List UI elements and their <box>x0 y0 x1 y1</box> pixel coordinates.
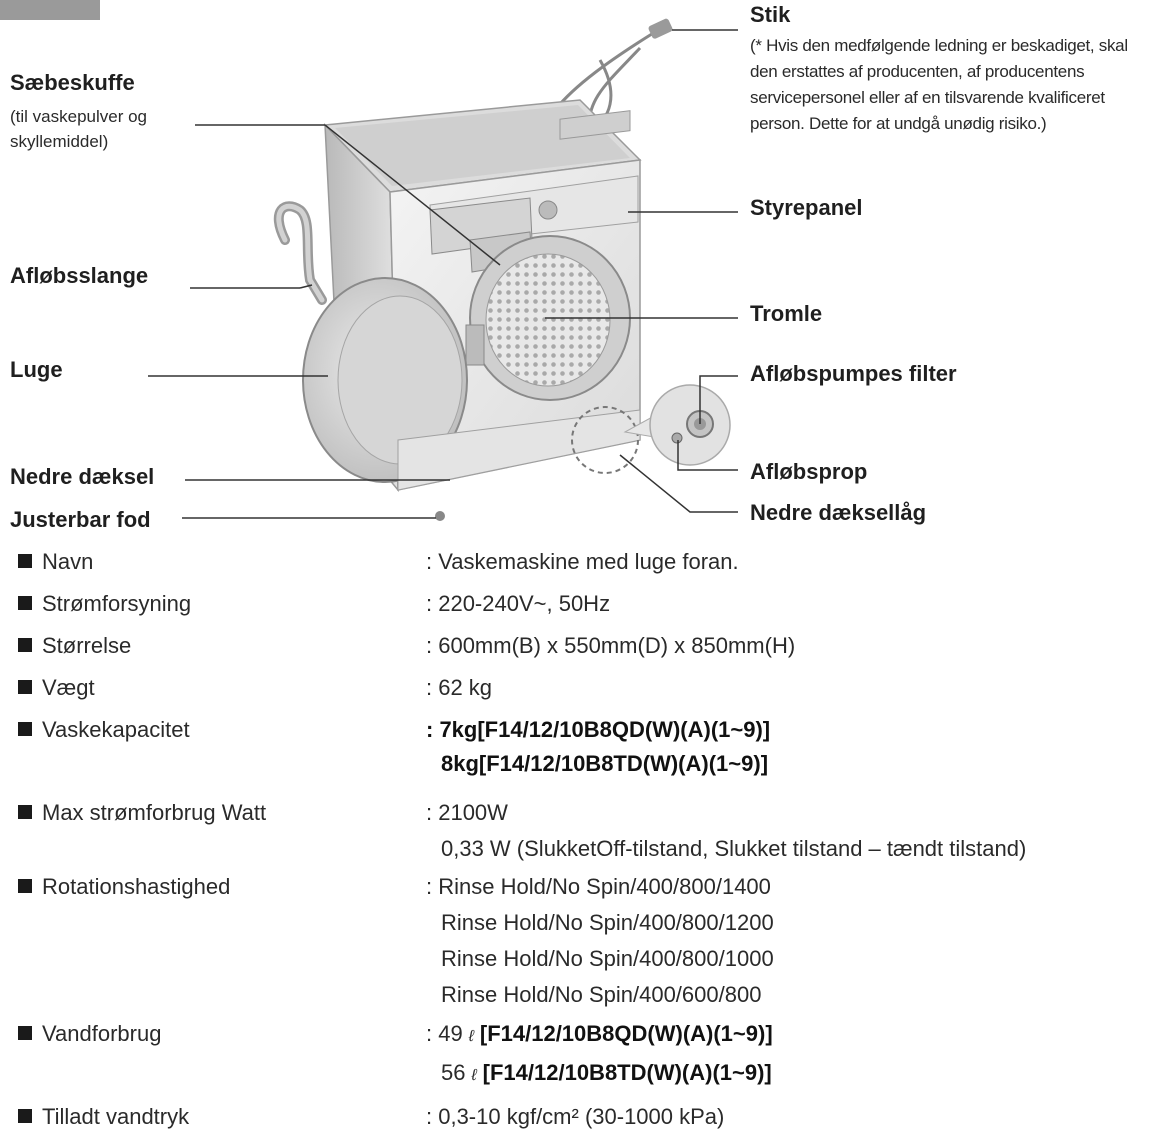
label-styrepanel: Styrepanel <box>750 195 863 220</box>
spec-label-rotationshastighed: Rotationshastighed <box>18 874 230 900</box>
label-justerbar-fod: Justerbar fod <box>10 507 151 532</box>
spec-value-rotationshastighed-2: Rinse Hold/No Spin/400/800/1200 <box>441 910 774 935</box>
spec-label-vaskekapacitet: Vaskekapacitet <box>18 717 190 743</box>
spec-value-stroemforsyning: : 220-240V~, 50Hz <box>426 591 611 616</box>
lower-cover <box>397 409 641 491</box>
bullet-icon <box>18 680 32 694</box>
spec-label-vandforbrug: Vandforbrug <box>18 1021 161 1047</box>
section-tab-marker <box>0 0 100 20</box>
adjustable-foot <box>435 511 445 521</box>
bullet-icon <box>18 1109 32 1123</box>
spec-value-rotationshastighed-4: Rinse Hold/No Spin/400/600/800 <box>441 982 762 1007</box>
bullet-icon <box>18 722 32 736</box>
bullet-icon <box>18 638 32 652</box>
drum <box>485 253 611 387</box>
label-nedre-daeksel: Nedre dæksel <box>10 464 155 489</box>
bullet-icon <box>18 596 32 610</box>
spec-label-stroemforsyning: Strømforsyning <box>18 591 191 617</box>
label-afloebsprop: Afløbsprop <box>750 459 868 484</box>
spec-label-stoerrelse: Størrelse <box>18 633 131 659</box>
spec-value-rotationshastighed-1: : Rinse Hold/No Spin/400/800/1400 <box>426 874 771 899</box>
washing-machine-illustration <box>148 18 738 521</box>
label-afloebsslange: Afløbsslange <box>10 263 149 288</box>
bullet-icon <box>18 554 32 568</box>
label-afloebspumpes-filter: Afløbspumpes filter <box>750 361 957 386</box>
label-saebeskuffe: Sæbeskuffe <box>10 70 135 95</box>
spec-value-max-stroemforbrug-1: : 2100W <box>426 800 508 825</box>
spec-value-stoerrelse: : 600mm(B) x 550mm(D) x 850mm(H) <box>426 633 796 658</box>
spec-value-rotationshastighed-3: Rinse Hold/No Spin/400/800/1000 <box>441 946 774 971</box>
power-plug <box>648 18 673 39</box>
label-saebeskuffe-sub: (til vaskepulver og skyllemiddel) <box>10 107 148 151</box>
spec-label-vaegt: Vægt <box>18 675 95 701</box>
lower-cover-cap-outline <box>571 406 639 474</box>
spec-label-navn: Navn <box>18 549 93 575</box>
spec-label-max-stroemforbrug: Max strømforbrug Watt <box>18 800 266 826</box>
bullet-icon <box>18 805 32 819</box>
leader-lines <box>148 29 738 519</box>
label-stik-note: (* Hvis den medfølgende ledning er beska… <box>750 36 1128 133</box>
bullet-icon <box>18 879 32 893</box>
bullet-icon <box>18 1026 32 1040</box>
label-stik: Stik <box>750 2 791 27</box>
spec-value-navn: : Vaskemaskine med luge foran. <box>426 549 739 574</box>
washing-machine-diagram: Stik (* Hvis den medfølgende ledning er … <box>0 0 1151 540</box>
spec-value-vaskekapacitet-1: : 7kg[F14/12/10B8QD(W)(A)(1~9)] <box>426 717 771 742</box>
spec-value-vaskekapacitet-2: 8kg[F14/12/10B8TD(W)(A)(1~9)] <box>441 751 769 776</box>
spec-value-tilladt-vandtryk: : 0,3-10 kgf/cm² (30-1000 kPa) <box>426 1104 725 1129</box>
label-tromle: Tromle <box>750 301 823 326</box>
spec-label-tilladt-vandtryk: Tilladt vandtryk <box>18 1104 189 1130</box>
label-luge: Luge <box>10 357 63 382</box>
label-nedre-daekselaag: Nedre dæksellåg <box>750 500 927 525</box>
spec-value-vaegt: : 62 kg <box>426 675 493 700</box>
spec-value-max-stroemforbrug-2: 0,33 W (SlukketOff-tilstand, Slukket til… <box>441 836 1027 861</box>
